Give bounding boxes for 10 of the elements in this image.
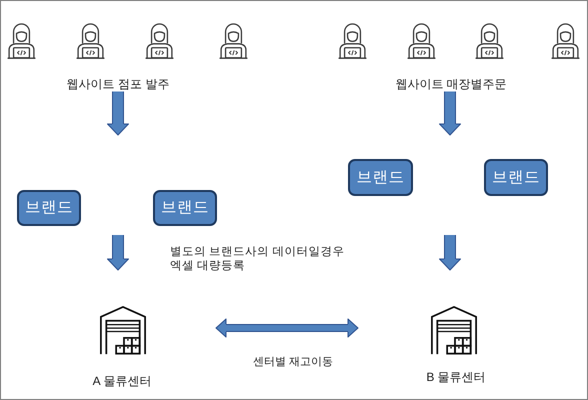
flow-label: 웹사이트 점포 발주 [66, 76, 170, 92]
brand-box: 브랜드 [153, 190, 217, 226]
note-text: 별도의 브랜드사의 데이터일경우 엑셀 대량등록 [170, 245, 346, 273]
edge-label: 센터별 재고이동 [252, 354, 334, 370]
flow-label: 웹사이트 매장별주문 [395, 76, 507, 92]
center-label: A 물류센터 [92, 374, 152, 388]
brand-box: 브랜드 [17, 190, 81, 226]
brand-box: 브랜드 [484, 159, 548, 196]
brand-box: 브랜드 [348, 159, 413, 196]
center-label: B 물류센터 [426, 370, 486, 384]
